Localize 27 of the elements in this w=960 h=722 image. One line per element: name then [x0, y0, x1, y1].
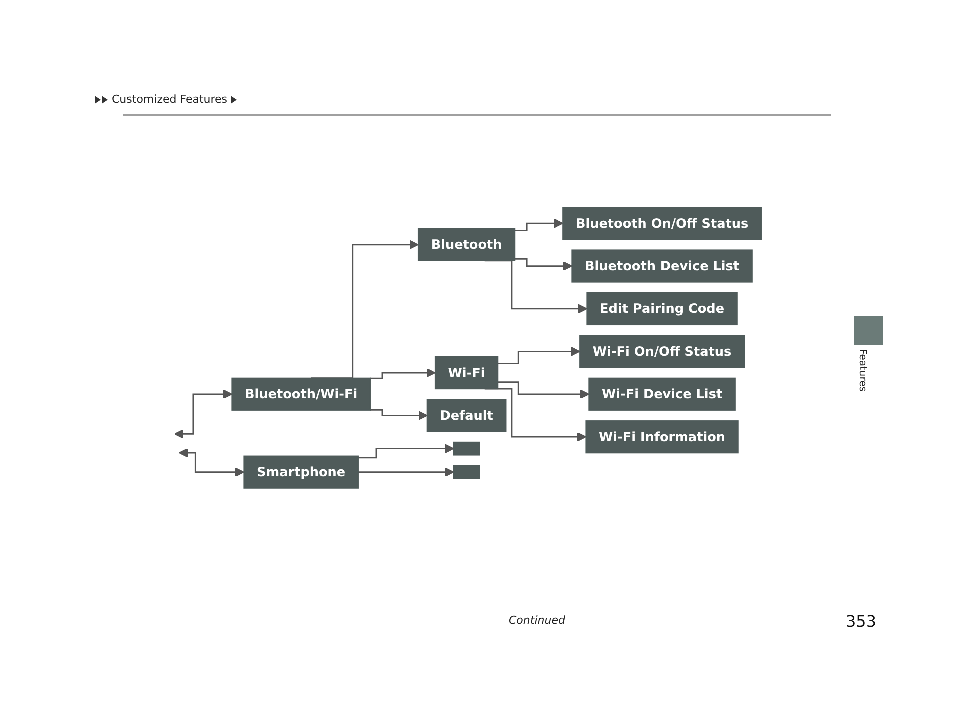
arrow: [370, 409, 428, 420]
node-box: Wi-Fi Information: [586, 420, 739, 454]
node-box: Smartphone: [244, 455, 359, 488]
arrow: [358, 467, 454, 477]
node-bar: [453, 441, 480, 456]
continued-note: Continued: [509, 614, 566, 627]
arrow: [515, 218, 564, 231]
page-number: 353: [846, 612, 877, 631]
arrow: [370, 368, 436, 379]
node-box: Wi-Fi: [434, 356, 499, 390]
node-box: Wi-Fi Device List: [588, 377, 736, 410]
arrow: [174, 389, 233, 438]
node-box: Bluetooth Device List: [572, 249, 753, 282]
arrow: [358, 444, 454, 458]
node-box: Bluetooth: [418, 228, 516, 262]
node-bar: [453, 464, 480, 479]
node-box: Default: [426, 398, 507, 432]
node-box: Edit Pairing Code: [586, 292, 738, 326]
arrow: [515, 258, 573, 270]
section-label: Features: [857, 349, 868, 392]
breadcrumb-text: Customized Features: [112, 93, 228, 106]
arrow: [498, 346, 581, 364]
node-box: Bluetooth/Wi-Fi: [232, 377, 371, 410]
arrow: [498, 381, 590, 399]
node-box: Bluetooth On/Off Status: [562, 206, 762, 240]
arrow: [178, 448, 245, 477]
node-box: Wi-Fi On/Off Status: [580, 334, 745, 368]
